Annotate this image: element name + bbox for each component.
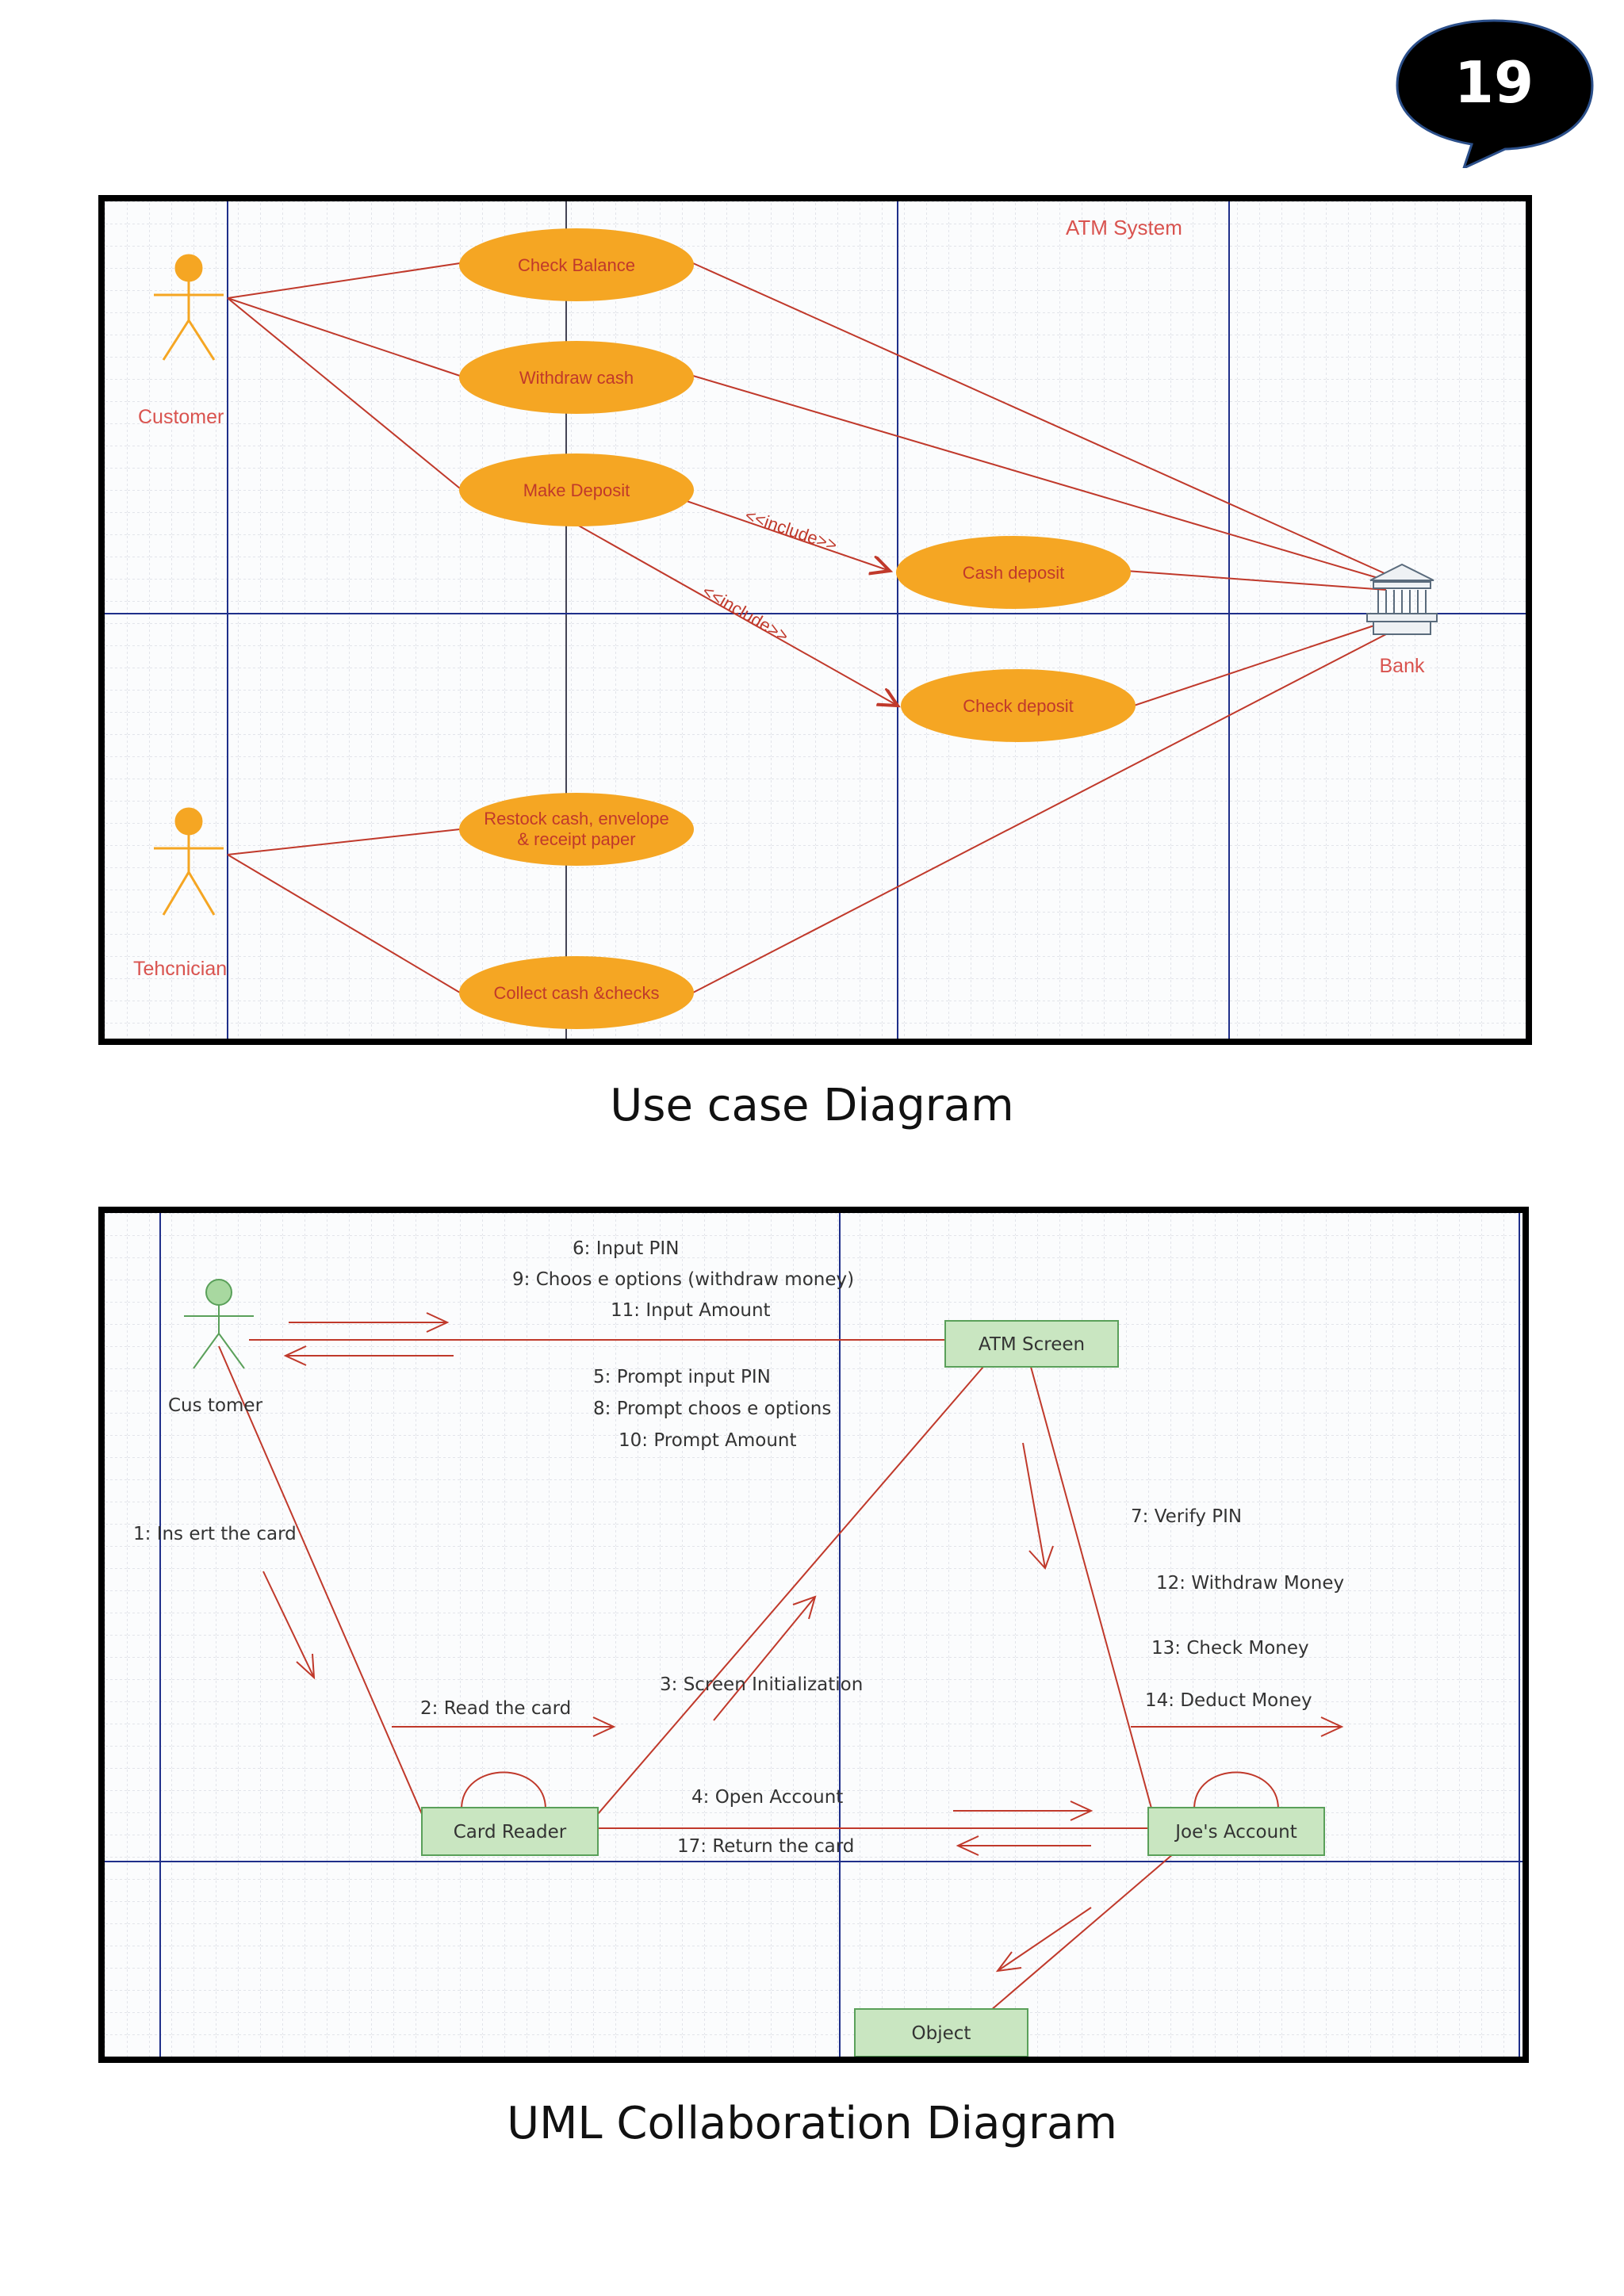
use-case-collect [459, 956, 694, 1029]
card-reader-label: Card Reader [454, 1822, 567, 1843]
collab-grid-lines [105, 1213, 1522, 2057]
atm-screen-box [944, 1320, 1119, 1368]
system-label: ATM System [1066, 216, 1182, 239]
joes-account-label: Joe's Account [1174, 1822, 1297, 1843]
customer-actor-icon [154, 254, 224, 361]
atm-screen-label: ATM Screen [979, 1334, 1085, 1355]
collaboration-caption: UML Collaboration Diagram [507, 2098, 1117, 2149]
message-1: 1: Ins ert the card [133, 1524, 297, 1544]
technician-label: Tehcnician [133, 958, 227, 980]
use-case-diagram: ATM System Customer Tehcnician Bank Chec… [98, 195, 1532, 1045]
use-case-make-deposit [459, 453, 694, 526]
object-label: Object [912, 2023, 971, 2044]
collab-links [218, 1339, 1279, 2016]
check-balance-label: Check Balance [518, 255, 635, 275]
restock-label-line1: Restock cash, envelope [484, 809, 669, 828]
joes-account-box [1147, 1807, 1325, 1856]
message-10: 10: Prompt Amount [619, 1430, 797, 1451]
use-case-check-balance [459, 228, 694, 301]
page-number: 19 [1454, 49, 1534, 116]
cash-deposit-label: Cash deposit [963, 563, 1064, 583]
message-7: 7: Verify PIN [1131, 1506, 1242, 1527]
check-deposit-label: Check deposit [963, 696, 1073, 716]
customer-object-label: Cus tomer [168, 1395, 263, 1416]
object-box [854, 2008, 1028, 2057]
withdraw-cash-label: Withdraw cash [519, 368, 634, 388]
use-case-restock [459, 793, 694, 866]
bank-building-icon [1366, 563, 1438, 635]
object-boxes [421, 1320, 1325, 2057]
message-17: 17: Return the card [677, 1836, 854, 1857]
card-reader-box [421, 1807, 599, 1856]
technician-actor-icon [154, 807, 224, 916]
customer-label: Customer [138, 406, 224, 428]
message-5: 5: Prompt input PIN [593, 1367, 771, 1387]
make-deposit-label: Make Deposit [523, 480, 630, 500]
swimlane-lines [105, 201, 1526, 1039]
collaboration-diagram: ATM Screen Card Reader Joe's Account Obj… [98, 1207, 1529, 2063]
bank-label: Bank [1380, 655, 1425, 677]
message-13: 13: Check Money [1151, 1638, 1309, 1659]
restock-label-line2: & receipt paper [517, 829, 635, 849]
message-11: 11: Input Amount [611, 1300, 771, 1321]
page-number-badge: 19 [1392, 17, 1595, 168]
use-case-ovals [459, 228, 1136, 1029]
message-14: 14: Deduct Money [1145, 1690, 1312, 1711]
use-case-caption: Use case Diagram [610, 1080, 1014, 1131]
customer-actor-icon [184, 1279, 254, 1369]
message-3: 3: Screen Initialization [660, 1674, 863, 1695]
collect-label: Collect cash &checks [493, 983, 659, 1003]
message-8: 8: Prompt choos e options [593, 1399, 831, 1419]
message-6: 6: Input PIN [573, 1238, 679, 1259]
message-9: 9: Choos e options (withdraw money) [512, 1269, 854, 1290]
use-case-cash-deposit [896, 536, 1131, 609]
message-2: 2: Read the card [420, 1698, 571, 1719]
message-4: 4: Open Account [691, 1787, 843, 1808]
use-case-withdraw-cash [459, 341, 694, 414]
association-lines [227, 262, 1387, 993]
message-arrows [262, 1312, 1344, 1973]
use-case-check-deposit [901, 669, 1136, 742]
message-12: 12: Withdraw Money [1156, 1573, 1344, 1594]
